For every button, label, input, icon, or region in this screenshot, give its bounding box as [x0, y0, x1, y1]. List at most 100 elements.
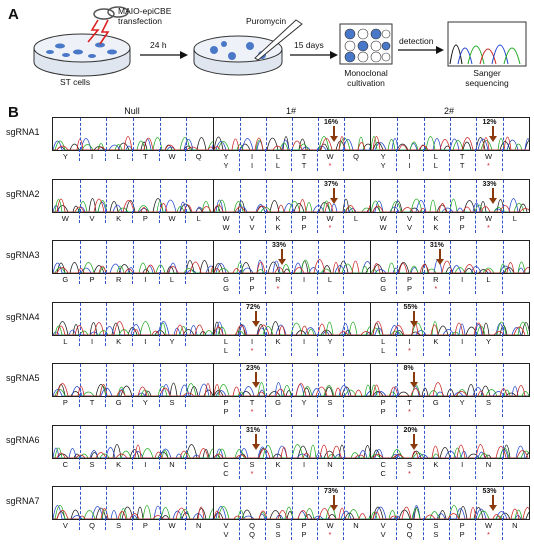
codon-divider-ext: [422, 456, 424, 479]
codon-divider: [240, 364, 241, 396]
codon-divider: [106, 118, 108, 150]
amino-acid: W: [168, 152, 176, 161]
mutation-arrow-icon: [409, 433, 418, 450]
codon-divider-ext: [265, 518, 266, 540]
amino-acid: *: [250, 345, 254, 355]
codon-divider-ext: [501, 456, 503, 479]
codon-divider-ext: [185, 395, 187, 407]
amino-acid: S: [169, 398, 175, 407]
chromatogram-sgrna5-null: [52, 363, 214, 397]
codon-divider-ext: [239, 518, 240, 540]
amino-acid: K: [275, 459, 281, 469]
amino-acid: L: [327, 275, 333, 284]
codon-divider-ext: [396, 333, 398, 356]
amino-acid: *: [408, 407, 411, 416]
amino-acid: P: [223, 398, 229, 407]
amino-acid: S: [116, 521, 122, 530]
amino-acid: G: [62, 275, 69, 284]
chromatogram-sgrna5-c1: [213, 363, 371, 397]
amino-acid: G: [432, 398, 439, 407]
codon-divider-ext: [422, 210, 424, 233]
amino-acid: I: [408, 336, 411, 346]
codon-divider: [106, 364, 108, 396]
codon-divider-ext: [475, 395, 477, 417]
codon-divider-ext: [475, 456, 477, 479]
amino-acid: L: [512, 213, 517, 223]
chromatogram-sgrna4-c1: [213, 301, 371, 336]
amino-acid: N: [169, 459, 175, 469]
plate-label-line2: cultivation: [347, 78, 385, 88]
amino-acid: T: [249, 398, 255, 407]
amino-acid: P: [89, 275, 95, 284]
codon-divider-ext: [158, 518, 160, 530]
mutation-arrow-icon: [252, 310, 260, 327]
amino-acid: Q: [89, 521, 95, 530]
codon-divider: [344, 425, 345, 458]
mutation-arrow-icon: [488, 187, 497, 204]
amino-acid: *: [328, 530, 332, 539]
amino-acid: P: [249, 284, 255, 293]
codon-divider-ext: [105, 456, 107, 469]
codon-divider-ext: [78, 456, 80, 469]
codon-divider: [292, 179, 293, 212]
codon-divider-ext: [449, 456, 450, 479]
codon-divider: [423, 302, 425, 335]
column-null-header: Null: [124, 106, 140, 116]
codon-divider: [133, 118, 134, 150]
codon-divider: [450, 118, 451, 150]
amino-acid: Y: [301, 398, 307, 407]
amino-acid: V: [380, 521, 386, 530]
codon-divider: [344, 241, 345, 273]
codon-divider: [240, 425, 241, 458]
chromatogram-sgrna2-c2: [370, 178, 530, 213]
transfection-label: MAIO-epiCBE transfection: [118, 6, 171, 26]
codon-divider: [159, 364, 161, 396]
codon-divider: [240, 241, 241, 273]
codon-divider-ext: [78, 272, 80, 284]
amino-acid: I: [461, 275, 464, 284]
amino-acid: P: [301, 222, 307, 232]
amino-acid: K: [275, 222, 281, 232]
codon-divider: [266, 179, 267, 212]
codon-divider: [133, 302, 134, 335]
codon-divider: [423, 364, 425, 396]
codon-divider-ext: [291, 149, 292, 171]
codon-divider-ext: [265, 210, 266, 233]
amino-acid: S: [485, 398, 491, 407]
well-plate-icon: [339, 23, 393, 65]
amino-acid: Y: [380, 152, 386, 161]
chromatogram-sgrna2-null: [52, 178, 214, 213]
codon-divider: [423, 179, 425, 212]
amino-acid: I: [302, 336, 306, 346]
amino-acid: K: [433, 222, 439, 232]
codon-divider-ext: [158, 395, 160, 407]
conversion-percentage: 20%: [403, 426, 418, 434]
codon-divider: [397, 364, 399, 396]
amino-acid: S: [275, 530, 281, 539]
mutation-arrow-icon: [330, 126, 338, 142]
amino-acid: L: [169, 275, 175, 284]
codon-divider: [476, 179, 478, 212]
amino-acid: Y: [62, 152, 68, 161]
mutation-arrow-icon: [330, 495, 338, 511]
amino-acid: N: [512, 521, 518, 530]
codon-divider: [397, 118, 399, 150]
amino-acid: P: [459, 222, 465, 232]
mutation-arrow-icon: [252, 433, 260, 450]
amino-acid: W: [168, 521, 176, 530]
codon-divider-ext: [449, 210, 450, 233]
codon-divider: [318, 302, 319, 335]
codon-divider-ext: [291, 210, 292, 233]
codon-divider: [292, 118, 293, 150]
codon-divider: [133, 425, 134, 458]
amino-acid: P: [406, 284, 412, 293]
panel-a-workflow: [33, 6, 527, 77]
codon-divider-ext: [158, 333, 160, 346]
codon-divider-ext: [501, 395, 503, 417]
codon-divider-ext: [185, 518, 187, 530]
codon-divider: [476, 364, 478, 396]
codon-divider-ext: [422, 395, 424, 417]
row-label-sgrna7: sgRNA7: [6, 496, 40, 506]
codon-divider: [502, 302, 504, 335]
amino-acid: P: [249, 275, 255, 284]
